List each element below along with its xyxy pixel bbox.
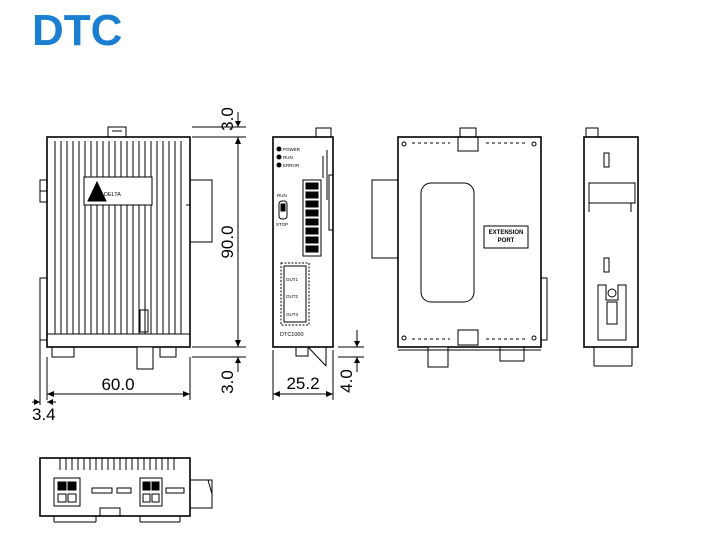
switch-stop-label: STOP xyxy=(276,222,288,227)
dim-bottom-gap: 3.0 xyxy=(218,370,237,394)
front-view: POWER RUN ERROR RUN STOP OUT1 OUT2 OUT3 … xyxy=(272,127,334,367)
back-view: EXTENSION PORT xyxy=(371,127,548,368)
side-view: DELTA xyxy=(39,126,213,370)
dim-depth: 25.2 xyxy=(286,374,319,393)
led-error-label: ERROR xyxy=(283,163,300,168)
led-power-label: POWER xyxy=(283,147,301,152)
dim-rail: 4.0 xyxy=(337,369,356,393)
led-run-icon xyxy=(276,154,282,160)
led-error-icon xyxy=(276,162,282,168)
extension-port-label-2: PORT xyxy=(498,238,515,244)
vertical-dimensions xyxy=(192,112,246,372)
horizontal-dimensions-side xyxy=(32,340,191,405)
bottom-ribs xyxy=(59,458,175,470)
dim-height: 90.0 xyxy=(218,225,237,258)
mount-holes xyxy=(401,141,537,341)
terminal-screws xyxy=(305,182,319,253)
switch-run-label: RUN xyxy=(277,193,287,198)
dim-offset: 3.4 xyxy=(32,405,56,424)
bottom-view xyxy=(39,457,213,523)
led-power-icon xyxy=(276,146,282,152)
out1-label: OUT1 xyxy=(286,277,298,282)
dim-width: 60.0 xyxy=(101,375,134,394)
horizontal-dimensions-front xyxy=(272,330,364,400)
model-label: DTC1000 xyxy=(280,332,304,338)
led-run-label: RUN xyxy=(283,155,293,160)
extension-port-label-1: EXTENSION xyxy=(489,230,524,236)
vent-ribs xyxy=(54,141,182,334)
delta-logo-text: DELTA xyxy=(104,192,121,198)
end-view xyxy=(583,127,639,367)
out2-label: OUT2 xyxy=(286,294,298,299)
out3-label: OUT3 xyxy=(286,312,298,317)
dim-top-gap: 3.0 xyxy=(218,107,237,131)
page-title: DTC xyxy=(32,6,123,55)
